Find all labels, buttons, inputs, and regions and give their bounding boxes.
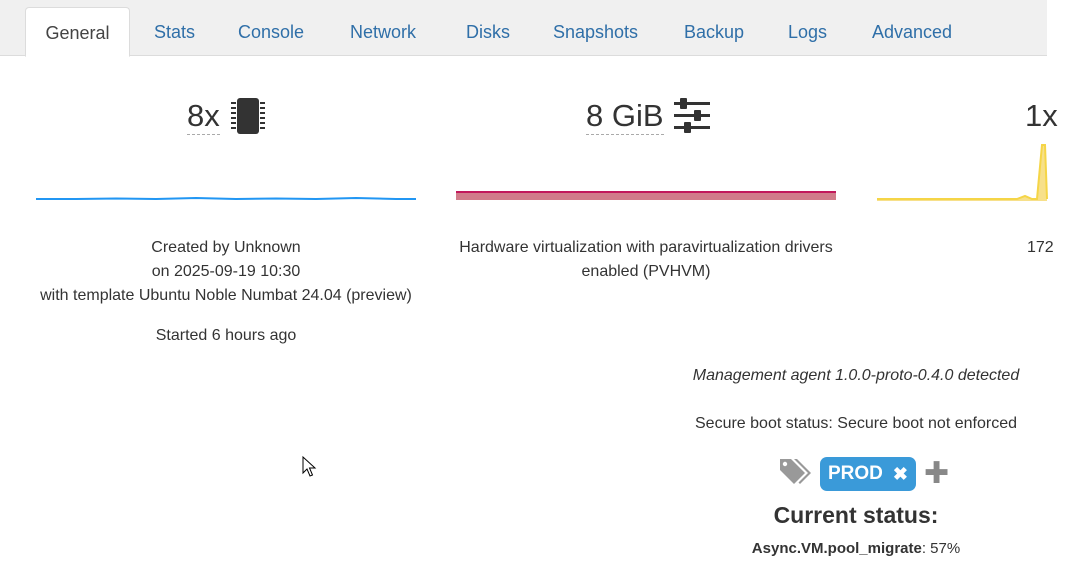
virtualization-mode: Hardware virtualization with paravirtual… (459, 239, 833, 256)
tab-stats[interactable]: Stats (154, 22, 196, 42)
close-icon[interactable]: ✖ (892, 464, 908, 484)
cpu-stat: 8x (187, 94, 268, 138)
created-date: on 2025-09-19 10:30 (151, 263, 301, 280)
tag-list: PROD ✖ ✚ (778, 456, 949, 492)
created-template: with template Ubuntu Noble Numbat 24.04 … (40, 287, 412, 304)
plus-icon[interactable]: ✚ (924, 456, 950, 491)
cpu-chip-icon (228, 95, 268, 137)
creation-info: Created by Unknown on 2025-09-19 10:30 w… (26, 236, 426, 348)
tab-disks[interactable]: Disks (466, 22, 510, 42)
virtualization-info: Hardware virtualization with paravirtual… (446, 236, 846, 284)
tag-label: PROD (828, 463, 883, 484)
ip-address: 172 (1027, 239, 1054, 256)
memory-size[interactable]: 8 GiB (586, 97, 664, 135)
secure-boot-status: Secure boot status: Secure boot not enfo… (695, 415, 1017, 432)
task-name: Async.VM.pool_migrate (751, 540, 922, 557)
tab-snapshots[interactable]: Snapshots (553, 22, 639, 42)
started-time: Started 6 hours ago (155, 327, 297, 344)
current-task: Async.VM.pool_migrate: 57% (706, 540, 1006, 557)
cpu-sparkline (36, 196, 416, 201)
cpu-count[interactable]: 8x (187, 97, 220, 135)
tag-prod[interactable]: PROD ✖ (820, 457, 916, 491)
tags-icon (778, 456, 812, 492)
current-status-title: Current status: (773, 502, 939, 528)
memory-sparkline (456, 191, 836, 200)
virtualization-drivers: enabled (PVHVM) (581, 263, 711, 280)
tab-advanced[interactable]: Advanced (872, 22, 953, 42)
network-sparkline (877, 144, 1048, 201)
management-agent-status: Management agent 1.0.0-proto-0.4.0 detec… (692, 367, 1020, 384)
network-stat: 1x (1025, 94, 1058, 138)
created-by: Created by Unknown (151, 239, 301, 256)
sliders-icon (672, 96, 712, 136)
tab-console[interactable]: Console (238, 22, 305, 42)
tab-logs[interactable]: Logs (788, 22, 828, 42)
tab-bar: General Stats Console Network Disks Snap… (0, 0, 1047, 57)
tab-network[interactable]: Network (350, 22, 417, 42)
task-progress: : 57% (921, 540, 961, 557)
memory-stat: 8 GiB (586, 94, 712, 138)
network-count[interactable]: 1x (1025, 98, 1058, 133)
tab-backup[interactable]: Backup (684, 22, 745, 42)
tab-general[interactable]: General (25, 7, 130, 57)
mouse-cursor-icon (302, 455, 317, 477)
